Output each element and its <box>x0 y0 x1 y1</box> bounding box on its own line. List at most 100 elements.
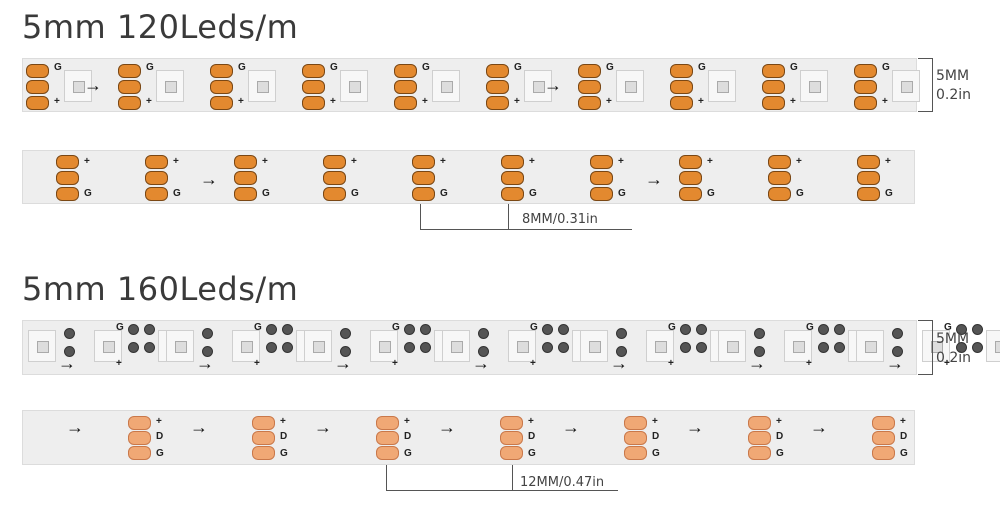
solder-pad <box>234 171 257 185</box>
solder-pad <box>376 446 399 460</box>
solder-pad <box>501 155 524 169</box>
pad-label-top: + <box>652 416 658 427</box>
pad-label-top: G <box>330 62 338 73</box>
solder-pad <box>26 64 49 78</box>
solder-pad <box>762 80 785 94</box>
section1-title: 5mm 120Leds/m <box>22 8 299 46</box>
pad-label-bottom: + <box>944 358 950 369</box>
pad-label-data: D <box>156 431 164 442</box>
direction-arrow-icon: → <box>686 417 704 437</box>
led-chip <box>64 70 92 102</box>
pad-label-bottom: G <box>900 448 908 459</box>
via-dot <box>818 342 829 353</box>
pad-label-top: + <box>900 416 906 427</box>
direction-arrow-icon: → <box>748 353 766 373</box>
solder-pad <box>128 431 151 445</box>
pad-label-bottom: + <box>514 96 520 107</box>
pad-label-bottom: G <box>707 188 715 199</box>
pad-label-top: G <box>790 62 798 73</box>
pad-label-top: G <box>146 62 154 73</box>
solder-pad <box>234 187 257 201</box>
pad-label-bottom: + <box>790 96 796 107</box>
led-chip <box>370 330 398 362</box>
solder-pad <box>486 96 509 110</box>
pad-label-bottom: G <box>796 188 804 199</box>
pad-label-top: G <box>530 322 538 333</box>
pad-label-bottom: G <box>156 448 164 459</box>
via-dot <box>616 328 627 339</box>
via-dot <box>282 342 293 353</box>
strip-120-top: G+→G+G+G+G+G+→G+G+G+G+ <box>22 58 920 112</box>
pitch-line-bottom <box>420 229 632 230</box>
pad-label-bottom: G <box>404 448 412 459</box>
solder-pad <box>56 155 79 169</box>
pad-label-top: G <box>116 322 124 333</box>
solder-pad <box>872 416 895 430</box>
solder-pad <box>252 431 275 445</box>
via-dot <box>818 324 829 335</box>
via-dot <box>266 342 277 353</box>
pad-label-bottom: G <box>885 188 893 199</box>
pitch-line-bottom-2 <box>386 490 618 491</box>
solder-pad <box>145 155 168 169</box>
led-chip <box>986 330 1000 362</box>
pad-label-bottom: G <box>776 448 784 459</box>
solder-pad <box>500 431 523 445</box>
width-mm: 5MM <box>936 68 970 84</box>
pad-label-bottom: + <box>254 358 260 369</box>
via-dot <box>266 324 277 335</box>
pad-label-data: D <box>528 431 536 442</box>
solder-pad <box>872 446 895 460</box>
via-dot <box>340 328 351 339</box>
direction-arrow-icon: → <box>544 75 562 95</box>
direction-arrow-icon: → <box>66 417 84 437</box>
pad-label-top: + <box>796 156 802 167</box>
via-dot <box>202 346 213 357</box>
pad-label-bottom: + <box>238 96 244 107</box>
dim-line-vertical-2 <box>932 320 933 375</box>
pad-label-top: + <box>707 156 713 167</box>
led-chip <box>616 70 644 102</box>
solder-pad <box>872 431 895 445</box>
solder-pad <box>679 187 702 201</box>
solder-pad <box>412 155 435 169</box>
pad-label-top: G <box>944 322 952 333</box>
via-dot <box>696 324 707 335</box>
solder-pad <box>748 446 771 460</box>
solder-pad <box>118 96 141 110</box>
led-chip <box>432 70 460 102</box>
solder-pad <box>323 187 346 201</box>
led-chip <box>524 70 552 102</box>
pad-label-top: G <box>422 62 430 73</box>
via-dot <box>558 324 569 335</box>
pad-label-bottom: G <box>280 448 288 459</box>
pad-label-top: G <box>514 62 522 73</box>
pad-label-top: G <box>668 322 676 333</box>
pad-label-top: + <box>885 156 891 167</box>
via-dot <box>64 346 75 357</box>
pad-label-bottom: + <box>806 358 812 369</box>
solder-pad <box>376 431 399 445</box>
solder-pad <box>768 155 791 169</box>
solder-pad <box>302 96 325 110</box>
pitch-line-right-2 <box>512 465 513 491</box>
via-dot <box>202 328 213 339</box>
led-chip <box>580 330 608 362</box>
via-dot <box>404 342 415 353</box>
pad-label-data: D <box>280 431 288 442</box>
via-dot <box>420 342 431 353</box>
solder-pad <box>376 416 399 430</box>
pad-label-bottom: + <box>606 96 612 107</box>
pitch-label-2: 12MM/0.47in <box>520 475 605 490</box>
led-chip <box>800 70 828 102</box>
pad-label-bottom: G <box>262 188 270 199</box>
solder-pad <box>501 171 524 185</box>
solder-pad <box>500 416 523 430</box>
led-chip <box>340 70 368 102</box>
led-chip <box>718 330 746 362</box>
pad-label-top: + <box>262 156 268 167</box>
solder-pad <box>857 155 880 169</box>
solder-pad <box>252 416 275 430</box>
led-chip <box>708 70 736 102</box>
